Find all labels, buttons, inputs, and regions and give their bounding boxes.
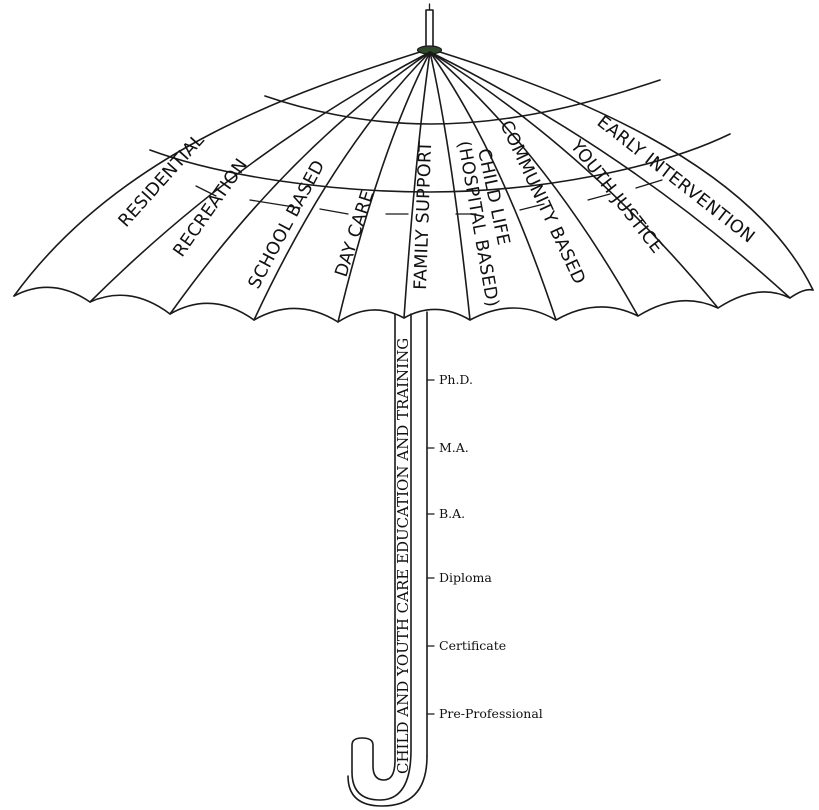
level-pre-professional: Pre-Professional (439, 706, 543, 721)
sector-family-support: FAMILY SUPPORT (411, 141, 436, 291)
level-ma: M.A. (439, 440, 469, 455)
sector-labels: RESIDENTIAL RECREATION SCHOOL BASED DAY … (115, 112, 759, 309)
level-certificate: Certificate (439, 638, 506, 653)
shaft-rungs (427, 380, 434, 714)
umbrella-tip (418, 4, 442, 54)
sector-early-intervention: EARLY INTERVENTION (593, 112, 758, 247)
shaft-label: CHILD AND YOUTH CARE EDUCATION AND TRAIN… (394, 338, 412, 774)
level-phd: Ph.D. (439, 372, 473, 387)
level-ba: B.A. (439, 506, 465, 521)
umbrella-shaft (348, 312, 434, 806)
education-levels: Ph.D. M.A. B.A. Diploma Certificate Pre-… (439, 372, 543, 721)
canopy-rib (254, 52, 430, 320)
sector-day-care: DAY CARE (332, 188, 379, 280)
level-diploma: Diploma (439, 570, 492, 585)
